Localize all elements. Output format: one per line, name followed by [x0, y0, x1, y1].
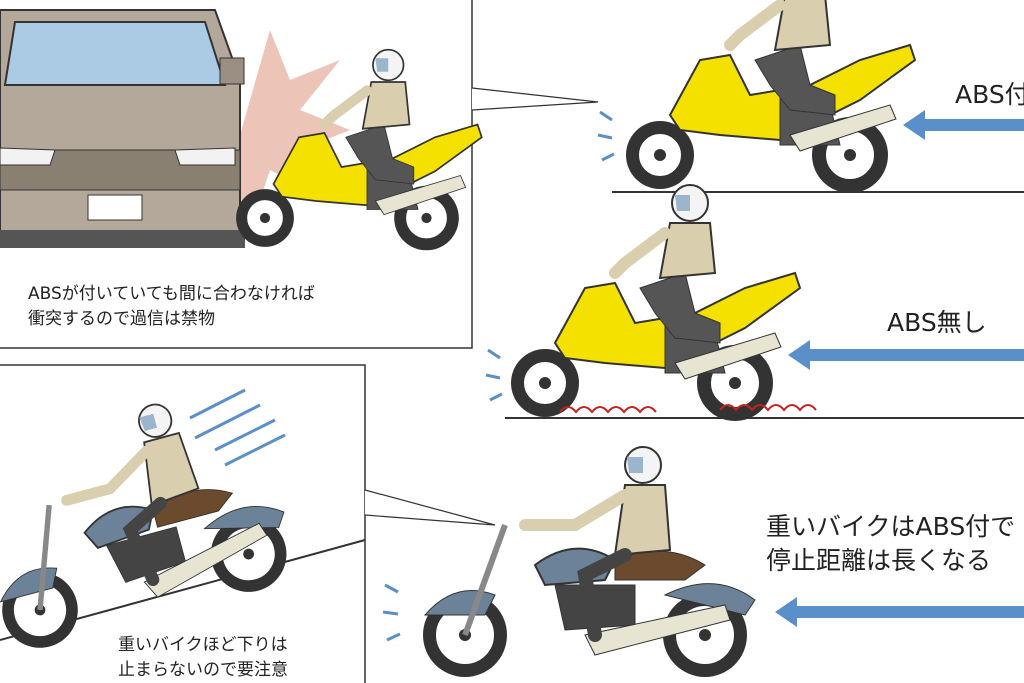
downhill-caption-line-2: 止まらないので要注意: [118, 660, 288, 680]
van: [0, 9, 245, 248]
impact-burst: [230, 30, 350, 230]
arrow-head-abs-off: [788, 340, 810, 370]
collision-caption-line-1: ABSが付いていても間に合わなければ: [28, 284, 315, 304]
sport-bike-abs-on: [626, 0, 915, 193]
motion-marks: [382, 110, 615, 642]
label-abs-off: ABS無し: [887, 308, 987, 337]
speed-lines: [189, 388, 286, 467]
collision-caption: ABSが付いていても間に合わなければ 衝突するので過信は禁物: [28, 282, 315, 332]
sport-bike-abs-off: [511, 185, 800, 421]
label-abs-on: ABS付: [955, 80, 1024, 109]
downhill-caption-line-1: 重いバイクほど下りは: [118, 635, 288, 655]
arrow-head-abs-on: [903, 110, 925, 140]
cruiser-heavy-abs: [423, 447, 755, 677]
downhill-panel-pointer: [364, 489, 496, 526]
arrow-head-heavy: [775, 597, 797, 627]
label-heavy-bike-line-1: 重いバイクはABS付で: [766, 512, 1016, 541]
skid-marks: [559, 404, 817, 414]
collision-panel-pointer: [471, 87, 599, 111]
collision-caption-line-2: 衝突するので過信は禁物: [28, 309, 215, 329]
downhill-caption: 重いバイクほど下りは 止まらないので要注意: [118, 633, 288, 683]
label-heavy-bike: 重いバイクはABS付で 停止距離は長くなる: [766, 510, 1015, 578]
label-heavy-bike-line-2: 停止距離は長くなる: [766, 546, 992, 575]
